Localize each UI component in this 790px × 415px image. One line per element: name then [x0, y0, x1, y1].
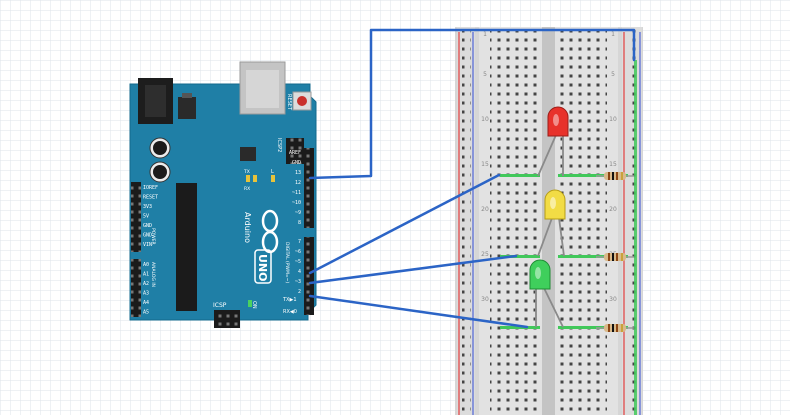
digital-pin-label: ~9: [295, 210, 301, 216]
digital-pin-label: 8: [298, 220, 301, 226]
arduino-board: Arduino UNO AREF GND 13 12 ~11 ~10 ~9 8 7 ~6 ~5 4 ~3…: [129, 61, 317, 328]
power-label: POWER: [150, 228, 156, 245]
digital-pin-label: GND: [292, 160, 301, 166]
digital-header-bottom: [304, 237, 314, 315]
tx-pin-label: TX▶1: [282, 297, 297, 303]
voltage-regulator: [178, 97, 196, 119]
icsp-label: ICSP: [213, 302, 227, 309]
analog-pin-label: A4: [143, 300, 149, 306]
analog-pin-label: A0: [143, 262, 149, 268]
wires: [308, 28, 636, 329]
digital-pin-label: 4: [298, 269, 301, 275]
row-number: 5: [483, 71, 487, 78]
digital-label: DIGITAL (PWM=~): [284, 242, 290, 283]
digital-pin-label: ~6: [295, 249, 301, 255]
row-number: 5: [611, 71, 615, 78]
microcontroller-chip: [176, 183, 197, 311]
connected-holes: [500, 60, 637, 415]
icsp2-header: [286, 138, 304, 164]
analog-pin-label: A5: [143, 310, 149, 316]
tx-led: [246, 175, 250, 182]
analog-header: [131, 259, 141, 317]
analog-pin-label: A2: [143, 281, 149, 287]
rx-label: RX: [244, 186, 250, 192]
resistor-2: [596, 253, 634, 261]
row-number: 1: [611, 31, 615, 38]
red-led-wire: [308, 173, 501, 275]
l-label: L: [271, 169, 274, 175]
row-number: 30: [609, 296, 617, 303]
power-pin-label: GND: [143, 233, 152, 239]
digital-header-top: [304, 148, 314, 228]
tx-label: TX: [243, 169, 250, 175]
digital-pin-label: 7: [298, 239, 301, 245]
on-label: ON: [251, 301, 257, 309]
ground-wire: [308, 28, 636, 180]
power-pin-label: GND: [143, 223, 152, 229]
resistor-3: [596, 324, 634, 332]
row-number: 25: [481, 251, 489, 258]
usb-chip: [240, 147, 256, 161]
arduino-brand-text: Arduino: [243, 212, 252, 243]
digital-pin-label: ~11: [292, 190, 301, 196]
row-number: 20: [609, 206, 617, 213]
green-led-wire: [308, 294, 529, 329]
resistor-1: [596, 172, 634, 180]
power-header: [131, 182, 141, 252]
analog-label: ANALOG IN: [150, 262, 156, 287]
analog-pin-label: A1: [143, 272, 149, 278]
digital-pin-label: 13: [295, 170, 301, 176]
analog-pin-label: A3: [143, 291, 149, 297]
center-channel: [542, 27, 555, 415]
resistors: [596, 172, 634, 332]
row-number: 15: [481, 161, 489, 168]
digital-pin-label: 12: [295, 180, 301, 186]
digital-pin-label: AREF: [289, 150, 301, 156]
rx-pin-label: RX◀0: [283, 309, 297, 315]
icsp2-label: ICSP2: [276, 138, 282, 152]
yellow-led-wire: [308, 254, 518, 285]
digital-pin-label: ~5: [295, 259, 301, 265]
arduino-logo: [261, 209, 279, 254]
row-number: 15: [609, 161, 617, 168]
row-number: 10: [609, 116, 617, 123]
power-pin-label: 5V: [143, 214, 149, 220]
led-red: [537, 106, 569, 177]
row-number: 1: [483, 31, 487, 38]
uno-model-text: UNO: [256, 254, 269, 282]
led-yellow: [537, 189, 566, 257]
reset-label: RESET: [286, 94, 292, 111]
power-pin-label: IOREF: [143, 185, 158, 191]
power-pin-label: RESET: [143, 195, 158, 201]
row-number: 20: [481, 206, 489, 213]
row-number: 10: [481, 116, 489, 123]
digital-pin-label: 2: [298, 289, 301, 295]
power-pin-label: 3V3: [143, 204, 152, 210]
icsp-header: [214, 310, 240, 328]
on-led: [248, 300, 252, 307]
l-led: [271, 175, 275, 182]
power-pin-label: VIN: [143, 242, 152, 248]
rx-led: [253, 175, 257, 182]
led-green: [529, 259, 564, 328]
row-number: 30: [481, 296, 489, 303]
digital-pin-label: ~3: [295, 279, 301, 285]
digital-pin-label: ~10: [292, 200, 301, 206]
